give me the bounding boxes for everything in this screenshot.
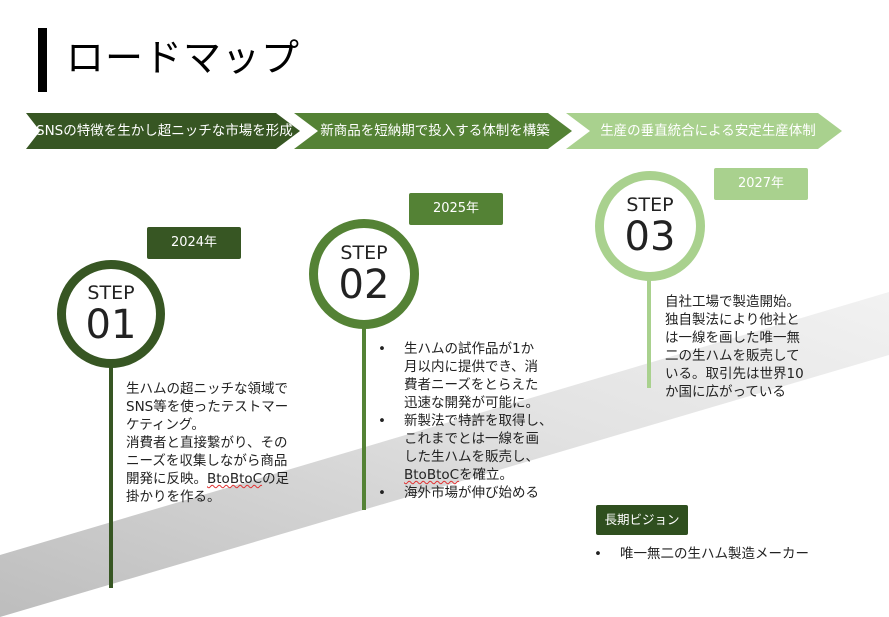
step-2-stem <box>362 320 366 510</box>
step-1-stem <box>109 360 113 588</box>
step-1-circle: STEP 01 <box>57 260 165 368</box>
phase-label-2: 新商品を短納期で投入する体制を構築 <box>320 123 550 139</box>
step-1-line-6: 開発に反映。BtoBtoCの足 <box>126 470 289 488</box>
step-3-circle: STEP 03 <box>595 171 705 281</box>
page-title: ロードマップ <box>66 36 301 80</box>
chevron-phase-2 <box>294 113 572 149</box>
step-3-line-4: 二の生ハムを販売して <box>665 348 800 364</box>
step-2-bullet-3: 海外市場が伸び始める <box>376 484 553 502</box>
step-3-word: STEP <box>626 194 674 216</box>
step-1-line-3: ケティング。 <box>126 417 205 433</box>
step-1-line-6b: BtoBtoC <box>207 471 263 487</box>
step-2-b1-line-4: 迅速な開発が可能に。 <box>404 395 539 411</box>
step-3-number: 03 <box>624 214 676 260</box>
step-2-number: 02 <box>338 262 390 308</box>
step-3-line-5: いる。取引先は世界10 <box>665 366 804 382</box>
step-3-line-1: 自社工場で製造開始。 <box>665 294 800 310</box>
step-2-bullet-2: 新製法で特許を取得し、 これまでとは一線を画 した生ハムを販売し、 BtoBto… <box>376 412 553 484</box>
step-1-number: 01 <box>85 302 137 348</box>
step-3-stem <box>647 270 651 388</box>
step-2-b2-line-4: BtoBtoCを確立。 <box>404 466 553 484</box>
step-2-b3-line-1: 海外市場が伸び始める <box>404 485 539 501</box>
step-1-line-1: 生ハムの超ニッチな領域で <box>126 381 288 397</box>
chevron-phase-1 <box>26 113 300 149</box>
step-2-bullet-1: 生ハムの試作品が1か 月以内に提供でき、消 費者ニーズをとらえた 迅速な開発が可… <box>376 340 553 412</box>
step-2-b1-line-3: 費者ニーズをとらえた <box>404 377 539 393</box>
vision-bullets: 唯一無二の生ハム製造メーカー <box>592 545 809 563</box>
step-2-bullets: 生ハムの試作品が1か 月以内に提供でき、消 費者ニーズをとらえた 迅速な開発が可… <box>376 340 553 502</box>
step-1-line-6c: の足 <box>262 471 290 487</box>
step-1-line-2: SNS等を使ったテストマー <box>126 399 289 415</box>
year-badge-step-2: 2025年 <box>409 193 503 225</box>
title-accent-bar <box>38 28 47 92</box>
step-2-b2-line-4a: BtoBtoC <box>404 467 460 483</box>
year-badge-step-1: 2024年 <box>147 227 241 259</box>
step-2-b2-line-3: した生ハムを販売し、 <box>404 449 539 465</box>
step-2-b1-line-2: 月以内に提供でき、消 <box>404 359 539 375</box>
step-1-word: STEP <box>87 282 135 304</box>
road-shadow <box>150 405 889 617</box>
chevron-phase-3 <box>566 113 842 149</box>
step-3-description: 自社工場で製造開始。 独自製法により他社と は一線を画した唯一無 二の生ハムを販… <box>665 293 804 401</box>
vision-badge: 長期ビジョン <box>596 505 688 535</box>
step-1-line-7: 掛かりを作る。 <box>126 489 221 505</box>
phase-label-3: 生産の垂直統合による安定生産体制 <box>600 123 816 139</box>
year-badge-step-3: 2027年 <box>714 168 808 200</box>
step-1-line-5: ニーズを収集しながら商品 <box>126 453 288 469</box>
step-2-circle: STEP 02 <box>309 219 419 329</box>
step-1-line-6a: 開発に反映。 <box>126 471 207 487</box>
phase-label-1: SNSの特徴を生かし超ニッチな市場を形成 <box>36 123 293 139</box>
vision-bullet-1: 唯一無二の生ハム製造メーカー <box>592 545 809 563</box>
step-2-word: STEP <box>340 242 388 264</box>
step-1-line-4: 消費者と直接繋がり、その <box>126 435 288 451</box>
step-2-b2-line-2: これまでとは一線を画 <box>404 431 539 447</box>
step-3-line-3: は一線を画した唯一無 <box>665 330 800 346</box>
step-3-line-6: か国に広がっている <box>665 384 786 400</box>
step-2-b2-line-4b: を確立。 <box>459 467 514 483</box>
step-1-description: 生ハムの超ニッチな領域で SNS等を使ったテストマー ケティング。 消費者と直接… <box>126 380 289 506</box>
step-2-b2-line-1: 新製法で特許を取得し、 <box>404 413 553 429</box>
step-3-line-2: 独自製法により他社と <box>665 312 800 328</box>
step-2-b1-line-1: 生ハムの試作品が1か <box>404 341 535 357</box>
